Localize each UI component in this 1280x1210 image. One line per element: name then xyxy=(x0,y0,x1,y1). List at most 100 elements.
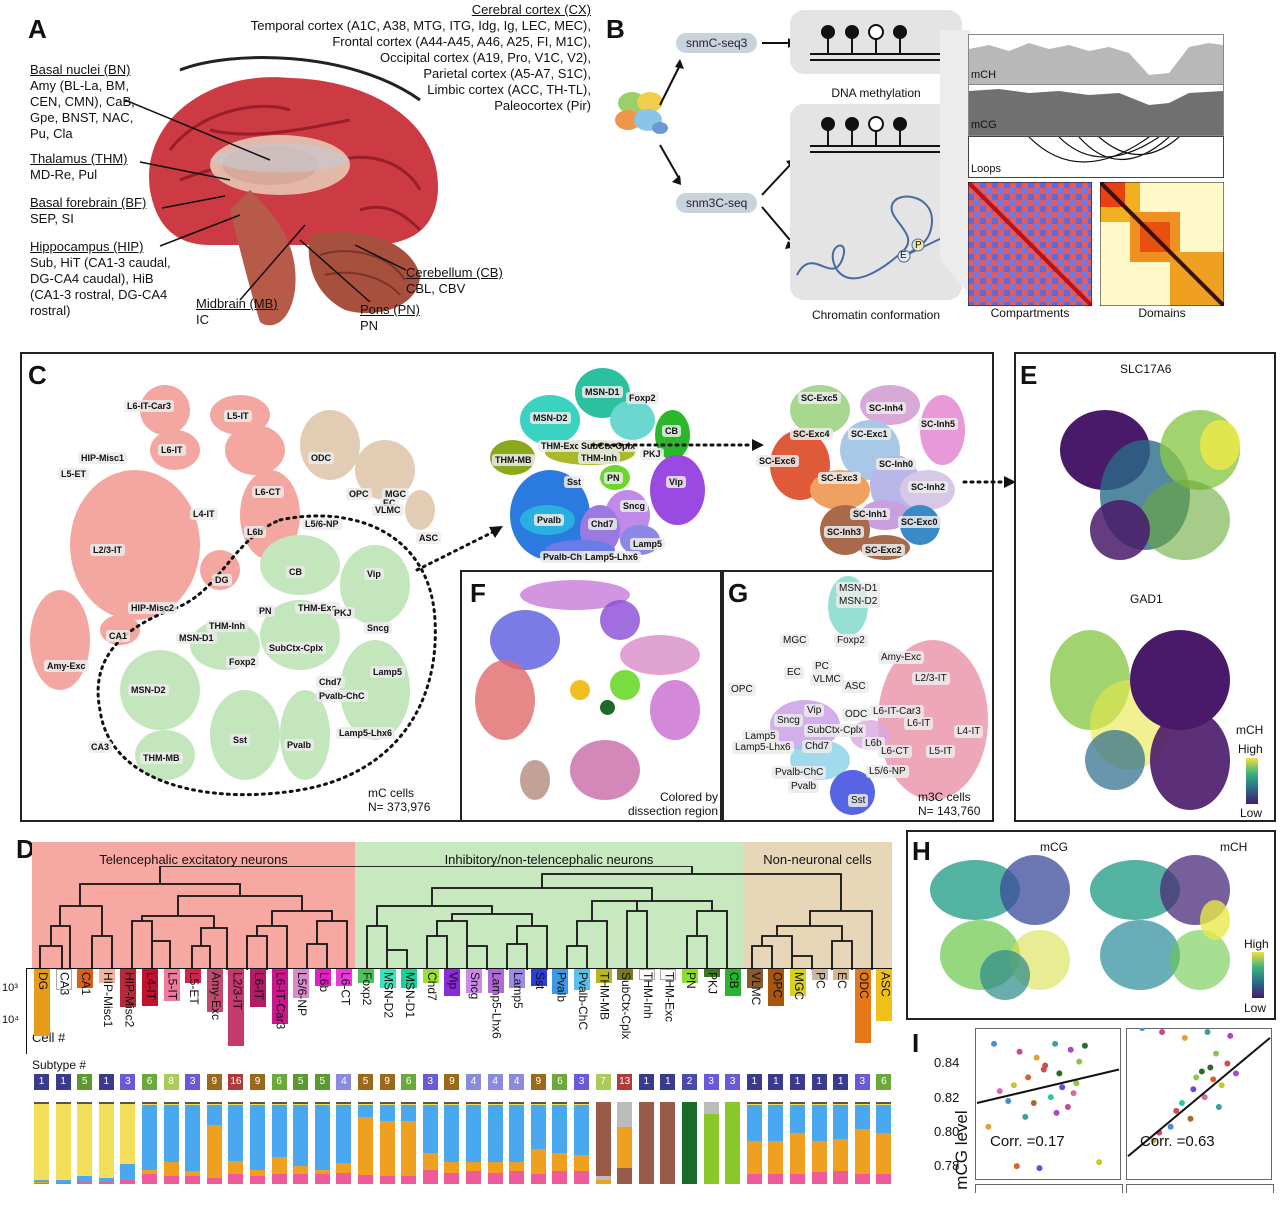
hip-annotation: Hippocampus (HIP) Sub, HiT (CA1-3 caudal… xyxy=(30,239,171,319)
c-to-e-arrow xyxy=(962,476,1016,488)
cluster-label: SC-Inh5 xyxy=(918,418,959,430)
cluster-label: Pvalb-ChC xyxy=(540,551,592,563)
cell-count-bar xyxy=(142,969,158,1006)
celltype-label: Amy-Exc xyxy=(208,972,223,1020)
scatter-point xyxy=(1187,1115,1194,1122)
celltype-label: L4-IT xyxy=(144,972,158,1001)
composition-segment xyxy=(314,1169,330,1175)
mch-track xyxy=(968,34,1224,86)
composition-segment xyxy=(228,1105,244,1162)
cluster-label: ASC xyxy=(416,532,442,544)
scatter-point xyxy=(1081,1042,1088,1049)
subtype-count-box: 3 xyxy=(854,1074,870,1090)
subtype-count-box: 4 xyxy=(487,1074,503,1090)
hip-line: DG-CA4 caudal), HiB xyxy=(30,271,154,286)
composition-segment xyxy=(854,1105,870,1130)
cluster-label: MSN-D2 xyxy=(836,595,881,608)
scatter-point xyxy=(1218,1082,1225,1089)
celltype-label: L6-IT xyxy=(252,972,266,1001)
cluster-label: L6-CT xyxy=(878,745,912,758)
thm-title: Thalamus (THM) xyxy=(30,151,128,166)
composition-segment xyxy=(206,1125,222,1178)
cx-line: Paleocortex (Pir) xyxy=(494,98,591,113)
composition-segment xyxy=(228,1102,244,1104)
composition-segment xyxy=(811,1141,827,1172)
composition-segment xyxy=(293,1165,309,1174)
cluster-label: PKJ xyxy=(640,448,664,460)
scatter-point xyxy=(1139,1028,1146,1032)
cx-title: Cerebral cortex (CX) xyxy=(471,2,591,17)
cluster-label: Lamp5-Lhx6 xyxy=(336,727,396,739)
scatter-point xyxy=(1224,1060,1231,1067)
celltype-label: L2/3-IT xyxy=(230,972,245,1011)
cluster-label: Chd7 xyxy=(588,518,617,530)
scatter-point xyxy=(1005,1098,1012,1105)
cluster-label: Vip xyxy=(804,704,825,717)
hip-line: Sub, HiT (CA1-3 caudal, xyxy=(30,255,171,270)
cell-axis-tick-top: 10³ xyxy=(2,982,18,994)
bf-title: Basal forebrain (BF) xyxy=(30,195,147,210)
composition-segment xyxy=(444,1172,460,1184)
scatter-point xyxy=(1073,1080,1080,1087)
cluster-label: Sst xyxy=(564,476,585,488)
composition-segment xyxy=(833,1171,849,1184)
composition-stacked-bar xyxy=(833,1102,849,1184)
composition-segment xyxy=(617,1126,633,1168)
cluster-label: THM-Inh xyxy=(206,620,248,632)
scatter-frame xyxy=(975,1028,1121,1180)
composition-segment xyxy=(314,1102,330,1104)
composition-segment xyxy=(34,1180,49,1183)
composition-segment xyxy=(98,1103,114,1179)
composition-segment xyxy=(552,1153,568,1172)
scatter-point xyxy=(1201,1094,1208,1101)
composition-segment xyxy=(422,1103,438,1106)
composition-segment xyxy=(142,1105,157,1170)
celltype-label: CA3 xyxy=(57,972,72,996)
composition-stacked-bar xyxy=(444,1102,460,1184)
cell-count-bar xyxy=(98,969,115,983)
composition-segment xyxy=(185,1171,201,1176)
composition-stacked-bar xyxy=(746,1102,762,1184)
composition-segment xyxy=(466,1105,481,1162)
scatter-point xyxy=(1013,1163,1020,1170)
bn-annotation: Basal nuclei (BN) Amy (BL-La, BM, CEN, C… xyxy=(30,62,135,142)
composition-segment xyxy=(34,1183,49,1184)
colored-by-label: Colored by xyxy=(659,790,718,804)
cluster-label: SC-Exc0 xyxy=(898,516,941,528)
bn-line: Amy (BL-La, BM, xyxy=(30,78,129,93)
composition-segment xyxy=(185,1103,201,1106)
composition-segment xyxy=(509,1105,525,1162)
panel-label-a: A xyxy=(28,14,47,44)
mch-legend-low: Low xyxy=(1240,806,1263,820)
composition-segment xyxy=(487,1172,503,1184)
cluster-label: OPC xyxy=(728,683,756,696)
composition-segment xyxy=(228,1173,244,1184)
cluster-label: Foxp2 xyxy=(226,656,259,668)
celltype-label: PKJ xyxy=(705,972,720,995)
enhancer-label: E xyxy=(900,250,907,261)
celltype-label: MGC xyxy=(792,972,806,1000)
scatter-point xyxy=(1193,1074,1200,1081)
cluster-label: HIP-Misc1 xyxy=(78,452,128,464)
composition-stacked-bar xyxy=(271,1102,287,1184)
subtype-count-box: 9 xyxy=(379,1074,395,1090)
mc-cells-label: mC cells xyxy=(368,786,415,800)
subtype-count-box: 3 xyxy=(185,1074,201,1090)
celltype-label: ASC xyxy=(878,972,893,997)
cell-count-bar xyxy=(660,969,677,980)
domains-heatmap xyxy=(1100,182,1224,306)
composition-segment xyxy=(379,1175,395,1184)
cluster-label: L5-ET xyxy=(58,468,90,480)
composition-segment xyxy=(530,1173,546,1184)
scatter-point xyxy=(1198,1068,1205,1075)
methylation-lollipops-icon xyxy=(810,24,940,61)
composition-segment xyxy=(142,1173,157,1184)
cell-count-bar xyxy=(854,969,871,1044)
cb-annotation: Cerebellum (CB) CBL, CBV xyxy=(406,265,503,297)
subtype-count-box: 4 xyxy=(336,1074,352,1090)
subtype-count-box: 16 xyxy=(228,1074,244,1090)
cluster-label: Pvalb xyxy=(534,514,565,526)
cluster-label: SC-Inh1 xyxy=(850,508,891,520)
cluster-label: HIP-Misc2 xyxy=(128,602,178,614)
scatter-point xyxy=(1036,1165,1043,1172)
